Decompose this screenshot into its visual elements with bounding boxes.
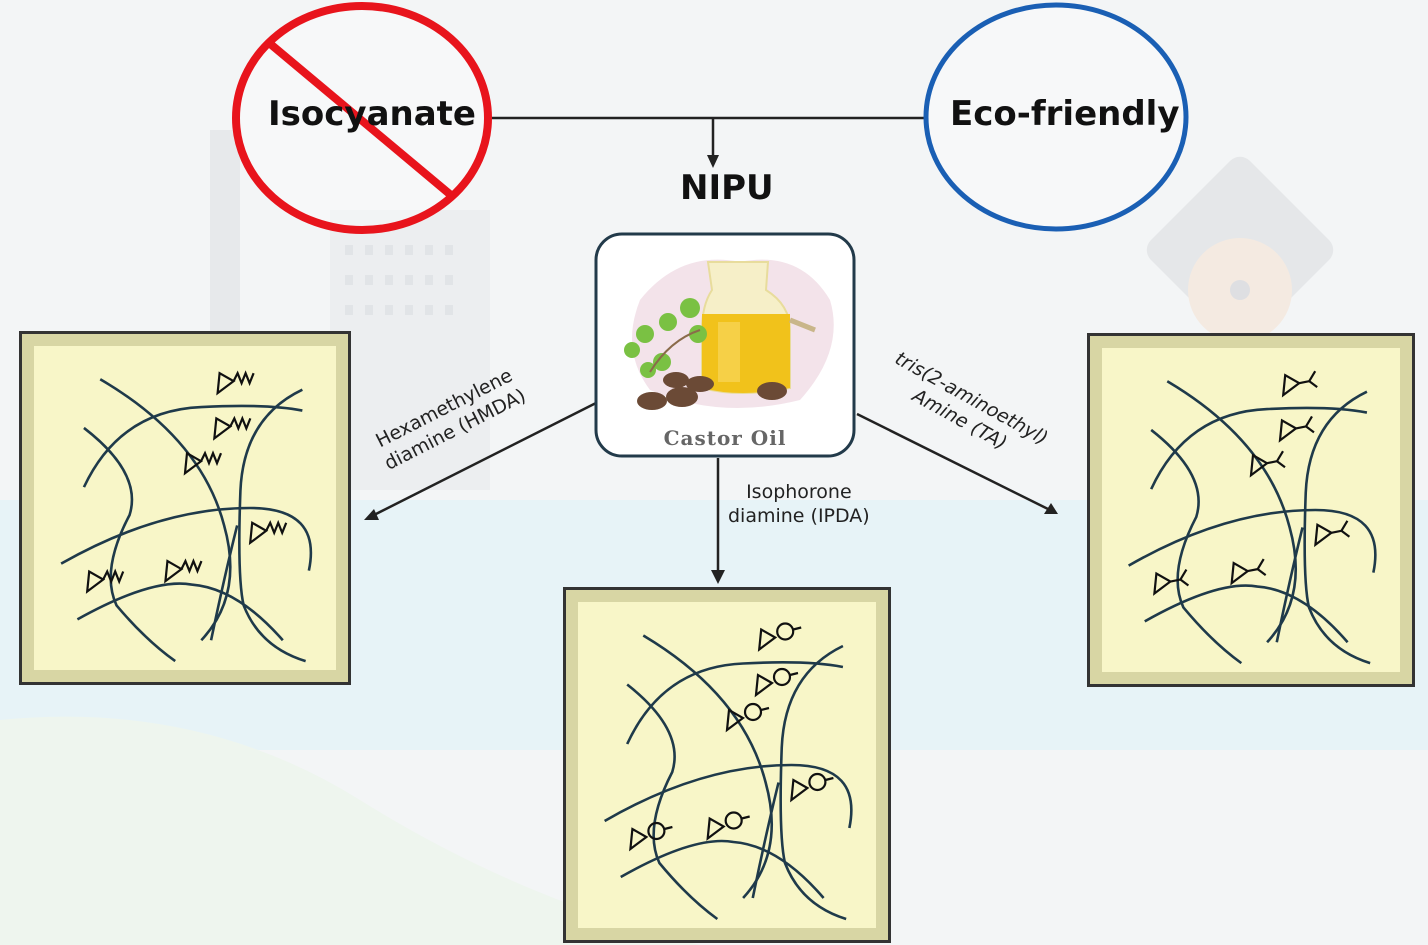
arrowhead-icon bbox=[364, 509, 379, 520]
castor-oil-label: Castor Oil bbox=[663, 426, 787, 450]
castor-oil-jar-icon bbox=[701, 261, 816, 394]
polymer-chain bbox=[1145, 586, 1348, 643]
polymer-chain bbox=[1167, 381, 1295, 642]
nipu-title: NIPU bbox=[680, 168, 774, 208]
crosslinker-branched-tri-amine-icon bbox=[1314, 520, 1351, 548]
prohibited-icon bbox=[232, 2, 492, 234]
crosslinker-cyclohexyl-ring-icon bbox=[629, 821, 673, 852]
crosslinker-cyclohexyl-ring-icon bbox=[790, 772, 834, 803]
polymer-chains bbox=[1129, 381, 1376, 663]
arrowhead-icon bbox=[1044, 503, 1058, 514]
crosslinker-zigzag-chain-icon bbox=[183, 450, 223, 476]
polymer-chain bbox=[627, 685, 717, 920]
polymer-chain bbox=[621, 841, 824, 898]
crosslinker-cyclohexyl-ring-icon bbox=[754, 667, 799, 698]
ipda-label-line2: diamine (IPDA) bbox=[728, 505, 870, 527]
ipda-label-line1: Isophorone bbox=[746, 481, 852, 503]
polymer-chain bbox=[643, 636, 771, 899]
castor-beans-icon bbox=[637, 372, 787, 410]
polymer-chain bbox=[1129, 510, 1376, 573]
crosslinker-zigzag-chain-icon bbox=[164, 558, 203, 584]
connectors bbox=[371, 116, 1051, 572]
arrow-hmda bbox=[371, 400, 599, 518]
ipda-label: Isophorone diamine (IPDA) bbox=[728, 480, 870, 528]
polymer-chain bbox=[1151, 430, 1241, 663]
polymer-chain bbox=[753, 783, 779, 899]
crosslinker-branched-tri-amine-icon bbox=[1153, 568, 1190, 596]
polymer-chain bbox=[100, 379, 230, 640]
arrow-ta bbox=[856, 412, 1051, 512]
eco-friendly-circle bbox=[923, 2, 1189, 232]
crosslinker-zigzag-chain-icon bbox=[216, 370, 255, 396]
crosslinker-branched-tri-amine-icon bbox=[1281, 370, 1318, 398]
isocyanate-label: Isocyanate bbox=[268, 94, 476, 134]
bg-building bbox=[330, 210, 490, 490]
polymer-chain bbox=[84, 428, 175, 661]
hmda-network-panel bbox=[19, 331, 351, 685]
bg-hill bbox=[0, 716, 700, 945]
crosslinker-branched-tri-amine-icon bbox=[1249, 450, 1286, 478]
crosslinker-zigzag-chain-icon bbox=[85, 568, 125, 594]
eco-friendly-label: Eco-friendly bbox=[950, 94, 1180, 134]
castor-oil-card bbox=[594, 232, 856, 458]
bg-windows bbox=[345, 245, 453, 315]
polymer-chain bbox=[605, 765, 852, 828]
crosslinker-zigzag-chain-icon bbox=[212, 415, 252, 441]
polymer-chains bbox=[61, 379, 311, 661]
arrowhead-icon bbox=[711, 570, 725, 584]
castor-leaves-icon bbox=[624, 298, 707, 378]
crosslinker-cyclohexyl-ring-icon bbox=[757, 622, 802, 652]
crosslinker-zigzag-chain-icon bbox=[248, 519, 288, 546]
crosslinker-branched-tri-amine-icon bbox=[1230, 558, 1267, 586]
polymer-chain bbox=[77, 584, 282, 641]
polymer-chain bbox=[239, 390, 305, 661]
polymer-chains bbox=[605, 636, 852, 920]
crosslinker-branched-tri-amine-icon bbox=[1278, 415, 1315, 443]
polymer-chain bbox=[1277, 527, 1303, 642]
crosslinker-cyclohexyl-ring-icon bbox=[706, 811, 750, 841]
ipda-network-panel bbox=[563, 587, 891, 943]
polymer-chain bbox=[781, 646, 846, 919]
polymer-chain bbox=[1305, 392, 1370, 663]
ta-network-panel bbox=[1087, 333, 1415, 687]
polymer-chain bbox=[211, 525, 237, 640]
polymer-chain bbox=[61, 508, 311, 571]
arrowhead-icon bbox=[707, 155, 719, 168]
crosslinker-cyclohexyl-ring-icon bbox=[725, 702, 770, 733]
arrowheads bbox=[364, 155, 1058, 584]
